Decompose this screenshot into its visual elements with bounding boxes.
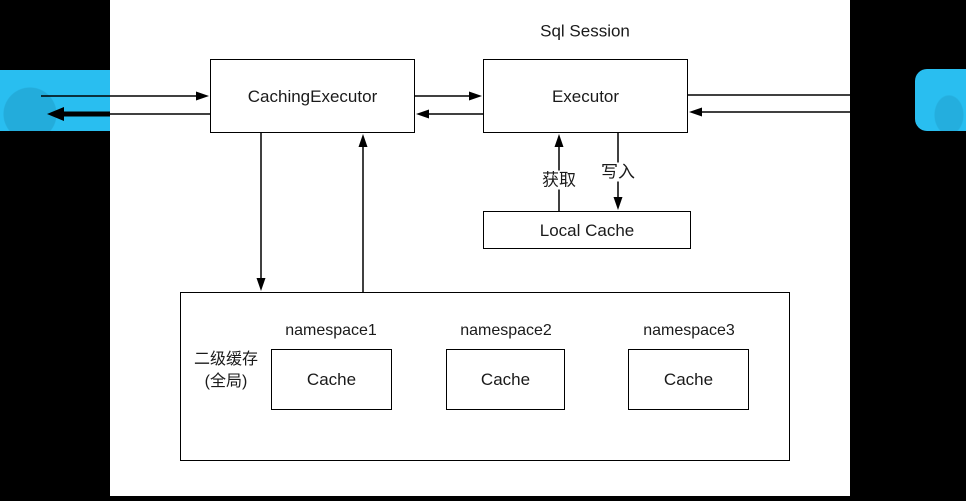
second-level-cache-label-line1: 二级缓存: [193, 351, 259, 368]
caching-executor-node: CachingExecutor: [210, 59, 415, 133]
namespace3-label: namespace3: [643, 322, 735, 339]
namespace2-cache-node: Cache: [446, 349, 565, 410]
local-cache-node: Local Cache: [483, 211, 691, 249]
second-level-cache-container: [180, 292, 790, 461]
second-level-cache-label-line2: (全局): [204, 373, 248, 390]
namespace2-label: namespace2: [460, 322, 552, 339]
client-shape-left: [0, 70, 110, 131]
second-level-cache-label: 二级缓存 (全局): [194, 349, 258, 393]
namespace3-cache-node: Cache: [628, 349, 749, 410]
namespace1-cache-node: Cache: [271, 349, 392, 410]
executor-node: Executor: [483, 59, 688, 133]
sql-session-label: Sql Session: [540, 21, 630, 41]
edge-label-get: 获取: [539, 170, 579, 190]
edge-label-write: 写入: [598, 162, 638, 182]
namespace1-label: namespace1: [285, 322, 377, 339]
database-cylinder-right: [915, 69, 966, 131]
